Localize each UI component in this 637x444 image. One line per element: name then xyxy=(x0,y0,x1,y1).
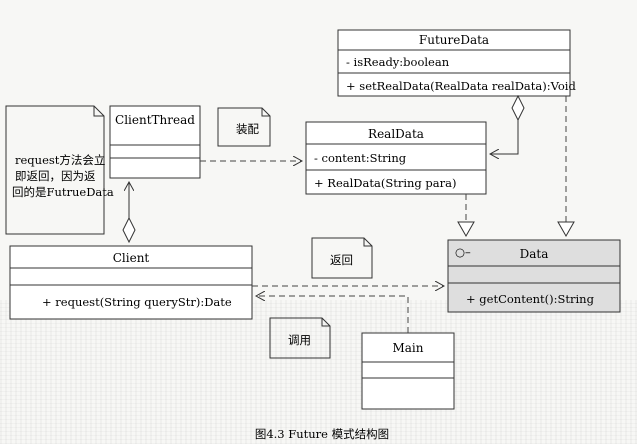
realdata-name: RealData xyxy=(368,127,424,141)
note-request-line2: 即返回，因为返 xyxy=(15,169,96,183)
figure-caption: 图4.3 Future 模式结构图 xyxy=(255,427,389,441)
class-data[interactable]: ○– Data + getContent():String xyxy=(447,239,621,313)
realdata-operation: + RealData(String para) xyxy=(314,176,457,190)
futuredata-attribute: - isReady:boolean xyxy=(346,55,450,69)
clientthread-name: ClientThread xyxy=(115,113,195,127)
note-call-label: 调用 xyxy=(288,333,311,347)
note-assemble-label: 装配 xyxy=(236,122,259,136)
main-name: Main xyxy=(392,341,423,355)
class-clientthread[interactable]: ClientThread xyxy=(109,105,201,179)
interface-glyph-icon: ○– xyxy=(455,245,471,259)
futuredata-name: FutureData xyxy=(419,33,489,47)
realization-futuredata-data xyxy=(557,96,575,238)
class-futuredata[interactable]: FutureData - isReady:boolean + setRealDa… xyxy=(337,29,576,97)
dependency-main-client xyxy=(256,296,409,333)
class-main[interactable]: Main xyxy=(361,332,455,410)
note-request-line1: request方法会立 xyxy=(15,153,105,167)
note-assemble: 装配 xyxy=(217,107,271,147)
class-client[interactable]: Client + request(String queryStr):Date xyxy=(9,245,253,320)
aggregation-futuredata-realdata xyxy=(490,94,525,154)
data-operation: + getContent():String xyxy=(466,292,595,306)
scan-noise-texture xyxy=(0,300,637,444)
client-name: Client xyxy=(113,251,150,265)
client-operation: + request(String queryStr):Date xyxy=(42,295,232,309)
note-request: request方法会立 即返回，因为返 回的是FutrueData xyxy=(5,105,114,235)
futuredata-operation: + setRealData(RealData realData):Void xyxy=(346,79,576,93)
class-realdata[interactable]: RealData - content:String + RealData(Str… xyxy=(305,121,487,195)
realdata-attribute: - content:String xyxy=(314,151,407,165)
note-return: 返回 xyxy=(311,237,373,279)
data-name: Data xyxy=(520,247,549,261)
composition-client-clientthread xyxy=(122,182,136,244)
note-request-line3: 回的是FutrueData xyxy=(12,185,114,199)
realization-realdata-data xyxy=(457,194,475,238)
note-call: 调用 xyxy=(269,317,331,359)
note-return-label: 返回 xyxy=(330,253,353,267)
